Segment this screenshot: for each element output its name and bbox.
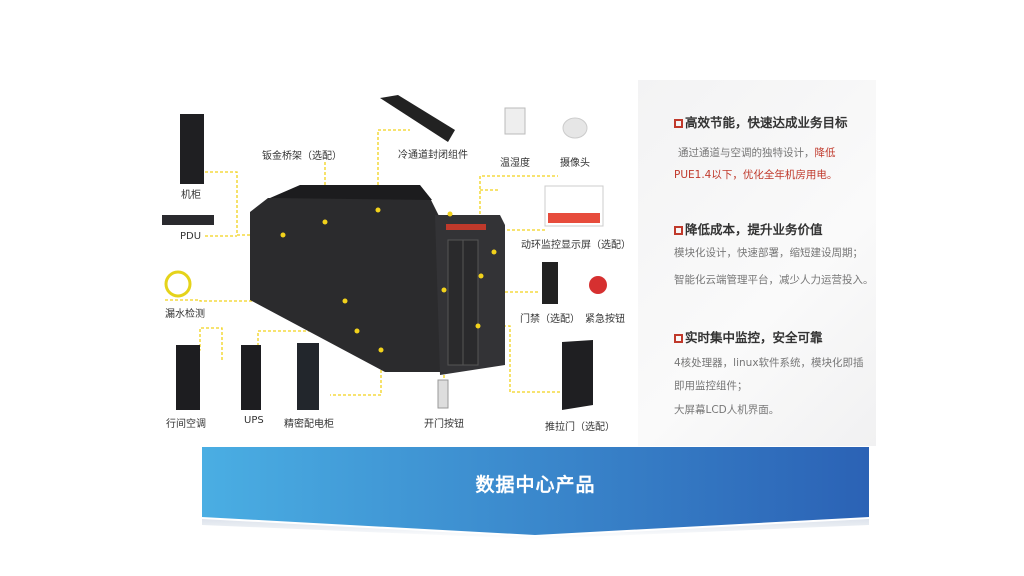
- emergency-button-image: [589, 276, 607, 294]
- micro-module-enclosure: [250, 185, 505, 375]
- feature-text: 通过通道与空调的独特设计，: [678, 147, 815, 159]
- label-access-control: 门禁（选配）: [520, 314, 580, 325]
- camera-image: [562, 117, 588, 139]
- ups-image: [241, 345, 261, 410]
- label-sheet-metal-tray: 钣金桥架（选配）: [262, 151, 342, 162]
- feature-3-line-2: 即用监控组件；: [674, 380, 748, 392]
- power-cabinet-image: [297, 343, 319, 410]
- label-monitor-screen: 动环监控显示屏（选配）: [521, 240, 631, 251]
- label-ups: UPS: [244, 415, 264, 426]
- feature-title-text: 高效节能，快速达成业务目标: [685, 115, 848, 130]
- label-temp-humidity: 温湿度: [500, 158, 530, 169]
- label-leak-detection: 漏水检测: [165, 309, 205, 320]
- pdu-image: [162, 215, 214, 225]
- bullet-square-icon: [674, 119, 683, 128]
- bullet-square-icon: [674, 226, 683, 235]
- feature-title-text: 实时集中监控，安全可靠: [685, 330, 823, 345]
- label-camera: 摄像头: [560, 158, 590, 169]
- cabinet-image: [180, 114, 204, 184]
- feature-1-line-1: 通过通道与空调的独特设计，降低: [678, 145, 836, 160]
- feature-3-line-3: 大屏幕LCD人机界面。: [674, 404, 780, 416]
- inrow-ac-image: [176, 345, 200, 410]
- label-inrow-ac: 行间空调: [166, 419, 206, 430]
- banner-title: 数据中心产品: [475, 474, 596, 496]
- label-cabinet: 机柜: [181, 190, 201, 201]
- banner-shape: [202, 447, 869, 539]
- feature-title-1: 高效节能，快速达成业务目标: [674, 112, 848, 131]
- feature-highlight: 降低: [814, 147, 836, 159]
- cold-aisle-image: [380, 95, 455, 142]
- bullet-square-icon: [674, 334, 683, 343]
- leak-detection-image: [164, 270, 192, 298]
- door-button-image: [437, 379, 449, 409]
- feature-title-2: 降低成本，提升业务价值: [674, 219, 823, 238]
- feature-title-text: 降低成本，提升业务价值: [685, 222, 823, 237]
- connector-dots: [280, 207, 497, 353]
- feature-2-line-1: 模块化设计，快速部署，缩短建设周期；: [674, 247, 863, 259]
- temp-humidity-image: [504, 107, 526, 135]
- feature-3-line-1: 4核处理器，linux软件系统，模块化即插: [674, 357, 864, 369]
- features-panel: [638, 80, 876, 446]
- label-door-button: 开门按钮: [424, 419, 464, 430]
- label-sliding-door: 推拉门（选配）: [545, 422, 615, 433]
- feature-1-line-2: PUE1.4以下，优化全年机房用电。: [674, 169, 838, 181]
- label-emergency-button: 紧急按钮: [585, 314, 625, 325]
- feature-2-line-2: 智能化云端管理平台，减少人力运营投入。: [674, 274, 874, 286]
- label-pdu: PDU: [180, 231, 202, 242]
- sliding-door-image: [562, 340, 593, 410]
- feature-title-3: 实时集中监控，安全可靠: [674, 327, 823, 346]
- access-control-image: [542, 262, 558, 304]
- label-power-cabinet: 精密配电柜: [284, 419, 334, 430]
- label-cold-aisle: 冷通道封闭组件: [398, 150, 468, 161]
